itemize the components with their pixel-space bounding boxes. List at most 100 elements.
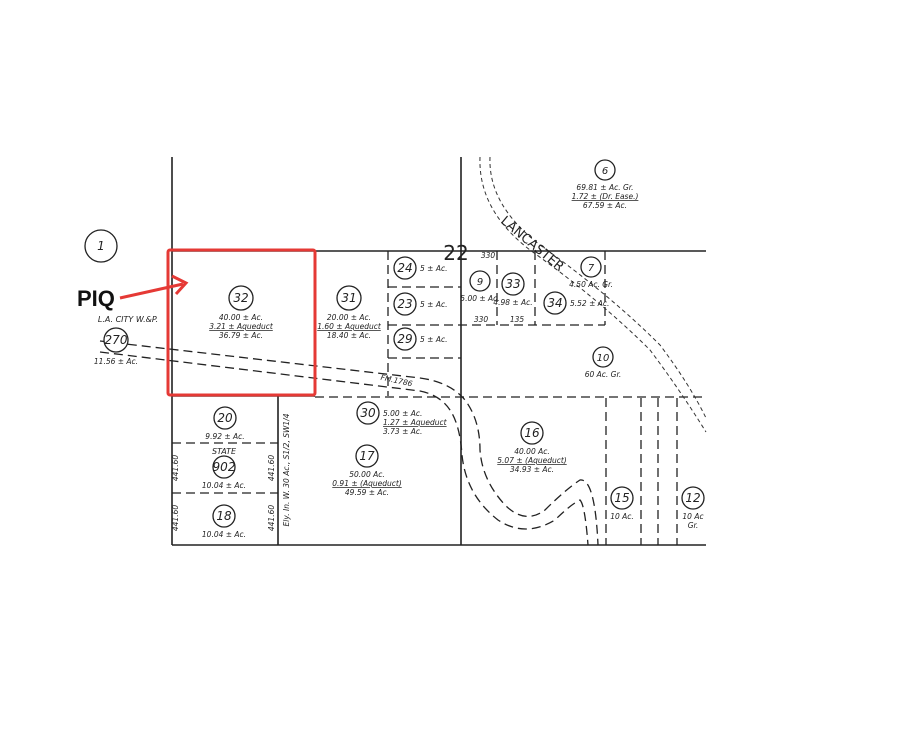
parcel-acreage: 69.81 ± Ac. Gr. bbox=[576, 183, 633, 192]
dimension-label: 441.60 bbox=[171, 505, 180, 531]
parcel-acreage: 20.00 ± Ac. bbox=[327, 313, 371, 322]
parcel-number: 7 bbox=[588, 263, 595, 274]
dimension-label: 441.60 bbox=[267, 455, 276, 481]
parcel-number: 270 bbox=[105, 333, 128, 347]
parcel-number-circle bbox=[393, 292, 417, 316]
parcel-acreage: Gr. bbox=[688, 521, 699, 530]
parcel-33: 334.98 ± Ac. bbox=[493, 272, 533, 307]
parcel-number: 12 bbox=[685, 491, 700, 505]
parcel-24: 24 5 ± Ac. bbox=[393, 256, 447, 280]
parcel-number: 16 bbox=[524, 426, 540, 440]
parcel-acreage: 10.04 ± Ac. bbox=[202, 481, 246, 490]
dimension-label: 330 bbox=[481, 251, 496, 260]
parcel-9: 9 5.00 ± Ac. bbox=[460, 270, 500, 303]
parcel-17: 17 50.00 Ac.0.91 ± (Aqueduct)49.59 ± Ac. bbox=[332, 444, 402, 497]
parcel-number-circle bbox=[103, 327, 129, 353]
parcel-number-circle bbox=[212, 455, 236, 479]
parcel-23: 23 5 ± Ac. bbox=[393, 292, 447, 316]
parcel-number: 10 bbox=[597, 353, 610, 364]
parcel-number: 29 bbox=[397, 332, 412, 346]
parcel-1: 1 bbox=[84, 229, 118, 263]
parcel-number: 9 bbox=[477, 277, 483, 288]
parcel-number: 23 bbox=[397, 297, 412, 311]
piq-label: PIQ bbox=[77, 286, 115, 311]
parcel-10: 10 60 Ac. Gr. bbox=[585, 346, 622, 379]
parcel-acreage: 10 Ac. bbox=[610, 512, 634, 521]
dimension-label: 441.60 bbox=[267, 505, 276, 531]
section-number: 22 bbox=[443, 241, 468, 265]
parcel-number: 1 bbox=[97, 239, 105, 253]
parcel-acreage: 3.21 ± Aqueduct bbox=[209, 322, 274, 331]
dimension-label: 135 bbox=[510, 315, 525, 324]
parcel-number-circle bbox=[356, 401, 380, 425]
parcel-number-circle bbox=[336, 285, 362, 311]
piq-arrow-icon bbox=[119, 274, 189, 300]
parcel-acreage: 5 ± Ac. bbox=[420, 300, 447, 309]
parcel-number: 30 bbox=[360, 406, 376, 420]
parcel-acreage: 5.07 ± (Aqueduct) bbox=[497, 456, 567, 465]
aqueduct-easement bbox=[99, 340, 599, 546]
parcel-acreage: 5 ± Ac. bbox=[420, 264, 447, 273]
parcel-number: 17 bbox=[359, 449, 375, 463]
legal-description-label: Ely. In. W. 30 Ac., S1/2, SW1/4 bbox=[282, 413, 291, 526]
parcel-number-circle bbox=[543, 291, 567, 315]
dimension-label: 330 bbox=[474, 315, 489, 324]
parcel-acreage: 50.00 Ac. bbox=[349, 470, 385, 479]
parcel-number-circle bbox=[592, 346, 614, 368]
parcel-acreage: 5 ± Ac. bbox=[420, 335, 447, 344]
parcel-number-circle bbox=[84, 229, 118, 263]
parcel-number: 6 bbox=[602, 166, 608, 177]
parcel-number: 20 bbox=[217, 411, 233, 425]
parcel-34: 34 5.52 ± Ac. bbox=[543, 291, 609, 315]
parcel-6: 669.81 ± Ac. Gr.1.72 ± (Dr. Ease.)67.59 … bbox=[572, 159, 638, 210]
parcel-acreage: 11.56 ± Ac. bbox=[94, 357, 138, 366]
parcel-acreage: 60 Ac. Gr. bbox=[585, 370, 622, 379]
parcel-20: 20 9.92 ± Ac. bbox=[205, 406, 245, 441]
parcel-number-circle bbox=[469, 270, 491, 292]
parcel-number: 34 bbox=[547, 296, 562, 310]
owner-label: L.A. CITY W.&P. bbox=[98, 315, 158, 324]
parcel-acreage: 40.00 Ac. bbox=[514, 447, 550, 456]
parcels: 1 270 11.56 ± Ac. 32 40.00 ± Ac.3.21 ± Aqued… bbox=[84, 159, 705, 539]
parcel-number-circle bbox=[501, 272, 525, 296]
parcel-7: 7 4.50 Ac. Gr. bbox=[569, 256, 613, 289]
parcel-acreage: 1.60 ± Aqueduct bbox=[317, 322, 382, 331]
state-label: STATE bbox=[212, 447, 237, 456]
parcel-acreage: 49.59 ± Ac. bbox=[345, 488, 389, 497]
parcel-acreage: 3.73 ± Ac. bbox=[383, 427, 422, 436]
parcel-acreage: 9.92 ± Ac. bbox=[205, 432, 244, 441]
parcel-number: 24 bbox=[397, 261, 412, 275]
parcel-number-circle bbox=[355, 444, 379, 468]
parcel-number-circle bbox=[520, 421, 544, 445]
lancaster-road bbox=[479, 156, 707, 433]
parcel-270: 270 11.56 ± Ac. bbox=[94, 327, 138, 366]
parcel-acreage: 1.27 ± Aqueduct bbox=[383, 418, 448, 427]
parcel-29: 29 5 ± Ac. bbox=[393, 327, 447, 351]
parcel-acreage: 34.93 ± Ac. bbox=[510, 465, 554, 474]
parcel-number-circle bbox=[212, 504, 236, 528]
parcel-acreage: 5.00 ± Ac. bbox=[460, 294, 499, 303]
parcel-acreage: 67.59 ± Ac. bbox=[583, 201, 627, 210]
parcel-acreage: 4.50 Ac. Gr. bbox=[569, 280, 613, 289]
road-name-lancaster: LANCASTER bbox=[497, 214, 566, 275]
parcel-acreage: 5.52 ± Ac. bbox=[570, 299, 609, 308]
parcel-acreage: 0.91 ± (Aqueduct) bbox=[332, 479, 402, 488]
parcel-acreage: 4.98 ± Ac. bbox=[493, 298, 532, 307]
parcel-number-circle bbox=[228, 285, 254, 311]
parcel-acreage: 40.00 ± Ac. bbox=[219, 313, 263, 322]
parcel-number: 32 bbox=[233, 291, 248, 305]
parcel-number-circle bbox=[594, 159, 616, 181]
parcel-number-circle bbox=[580, 256, 602, 278]
parcel-acreage: 10 Ac bbox=[682, 512, 704, 521]
parcel-number-circle bbox=[610, 486, 634, 510]
section-lines bbox=[171, 157, 706, 546]
parcel-number-circle bbox=[213, 406, 237, 430]
